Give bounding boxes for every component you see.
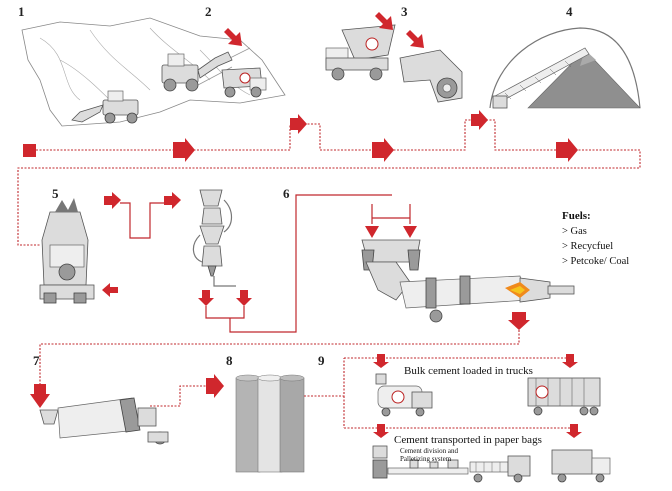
flow-arrow-icon — [566, 424, 582, 438]
silo-icon — [257, 377, 283, 473]
input-arrow-icon — [406, 30, 424, 48]
step-number-4: 4 — [566, 4, 573, 19]
step-number-8: 8 — [226, 353, 233, 368]
palletizing-label-line1: Cement division and — [400, 447, 458, 455]
flow-arrow-icon — [372, 138, 394, 162]
step-number-3: 3 — [401, 4, 408, 19]
flow-arrow-icon — [198, 290, 214, 306]
fuel-item-gas: > Gas — [562, 226, 587, 237]
quarry-illustration — [21, 17, 286, 127]
bulk-cement-label: Bulk cement loaded in trucks — [404, 365, 533, 377]
preheater-tower-illustration — [104, 189, 392, 333]
dump-truck-icon — [325, 24, 396, 81]
flow-arrow-icon — [206, 374, 224, 398]
flatbed-truck-icon — [469, 455, 531, 483]
wheel-loader-icon — [161, 51, 233, 92]
stockpile-dome-illustration — [489, 27, 641, 109]
fuel-item-petcoke-coal: > Petcoke/ Coal — [562, 256, 629, 267]
loader-truck-illustration — [161, 47, 267, 98]
flow-arrow-icon — [236, 290, 252, 306]
rotary-kiln-illustration — [361, 204, 575, 330]
palletizing-system-icon — [372, 445, 469, 479]
flow-arrow-icon — [556, 138, 578, 162]
step-number-1: 1 — [18, 4, 25, 19]
step-number-5: 5 — [52, 186, 59, 201]
step-number-6: 6 — [283, 186, 290, 201]
box-truck-icon — [551, 449, 611, 483]
flow-arrow-icon — [373, 354, 389, 368]
distribution-illustration: Bulk cement loaded in trucks Cement tran… — [344, 354, 611, 483]
flow-arrow-icon — [290, 114, 307, 134]
input-arrow-icon — [102, 283, 118, 297]
palletizing-label-line2: Palletizing system — [400, 455, 452, 463]
flow-arrow-icon — [30, 384, 50, 408]
raw-mill-illustration — [39, 198, 118, 304]
cement-mill-illustration — [30, 330, 520, 445]
quarry-excavator-icon — [71, 90, 139, 124]
input-arrow-icon — [375, 12, 393, 30]
flow-arrow-icon — [508, 312, 530, 330]
bags-transport-label: Cement transported in paper bags — [394, 434, 542, 446]
dump-truck-small-icon — [221, 67, 267, 98]
bulk-trailer-icon — [527, 377, 601, 416]
flow-arrow-icon — [373, 424, 389, 438]
step-number-7: 7 — [33, 353, 40, 368]
silo-icon — [235, 377, 261, 473]
flow-arrow-icon — [104, 192, 121, 209]
flow-arrow-icon — [471, 110, 488, 130]
flow-arrow-icon — [562, 354, 578, 368]
crusher-icon — [399, 49, 463, 103]
flow-arrow-icon — [365, 226, 379, 238]
flow-arrow-icon — [403, 226, 417, 238]
step-number-9: 9 — [318, 353, 325, 368]
flow-arrow-icon — [173, 138, 195, 162]
flow-arrow-icon — [164, 192, 181, 209]
input-arrow-icon — [224, 28, 242, 46]
step-number-2: 2 — [205, 4, 212, 19]
bulk-truck-icon — [375, 373, 433, 417]
flow-start-square-icon — [23, 144, 36, 157]
fuels-legend: Fuels: > Gas > Recycfuel > Petcoke/ Coal — [562, 210, 629, 267]
cement-silos-illustration — [235, 358, 345, 473]
crusher-illustration — [325, 24, 463, 103]
raw-material-flow-line — [17, 12, 641, 246]
silo-icon — [279, 377, 305, 473]
fuel-item-recycfuel: > Recycfuel — [562, 241, 613, 252]
fuels-title: Fuels: — [562, 210, 591, 222]
